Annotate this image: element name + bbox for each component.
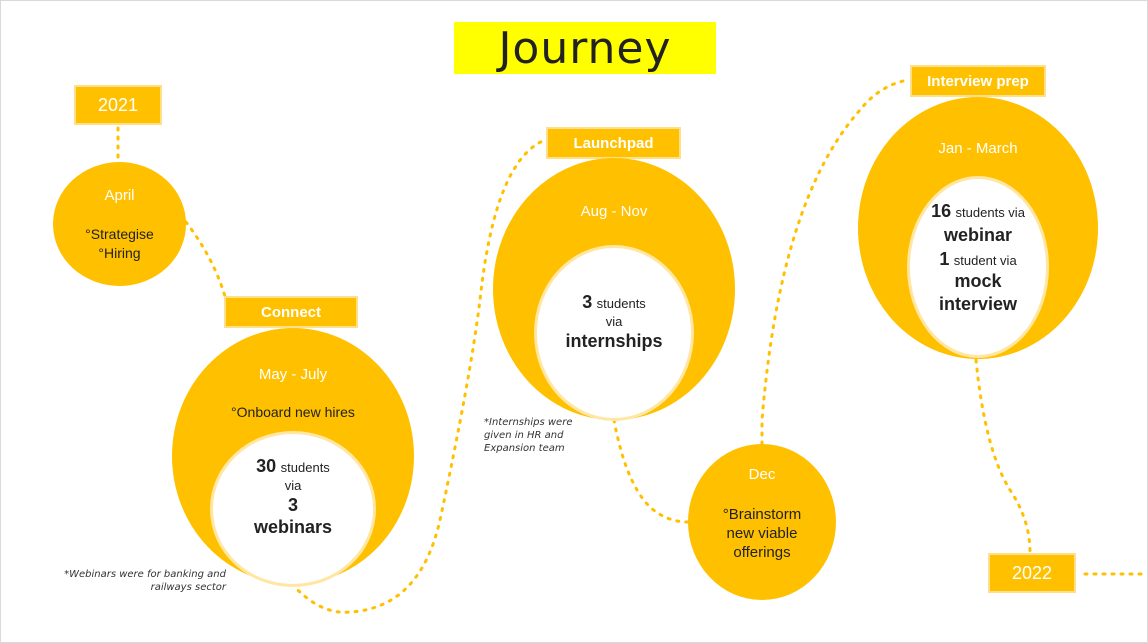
- launchpad-channel: internships: [565, 331, 663, 351]
- connect-activity: °Onboard new hires: [231, 404, 355, 420]
- interview-line-1: 16 students via: [900, 201, 1056, 222]
- interview-result-circle: 16 students via webinar 1 student via mo…: [910, 179, 1046, 355]
- connect-period: May - July: [258, 366, 328, 383]
- webinars-note-line-2: railways sector: [150, 582, 226, 593]
- year-2022-tag: 2022: [988, 553, 1076, 593]
- connect-result-circle: 30 students via 3 webinars: [213, 434, 373, 584]
- interview-count-1: 16: [931, 201, 952, 221]
- april-item-strategise: °Strategise: [85, 226, 154, 242]
- interview-unit-1: students via: [955, 205, 1025, 220]
- april-item-hiring: °Hiring: [98, 245, 141, 261]
- dec-circle: Dec °Brainstorm new viable offerings: [688, 444, 836, 600]
- connect-unit: students: [280, 460, 330, 475]
- april-circle: April °Strategise °Hiring: [53, 162, 186, 286]
- year-2021-tag: 2021: [74, 85, 162, 125]
- connect-count: 30: [256, 456, 277, 476]
- dec-line-1: °Brainstorm: [722, 506, 802, 523]
- interview-count-2: 1: [939, 249, 950, 269]
- interview-unit-2: student via: [953, 253, 1017, 268]
- interview-channel-2b: interview: [938, 294, 1018, 314]
- interview-period: Jan - March: [938, 140, 1018, 157]
- interview-prep-circle: Jan - March 16 students via webinar 1 st…: [858, 97, 1098, 359]
- april-period: April: [104, 187, 135, 204]
- internships-note-line-2: given in HR and: [484, 430, 564, 441]
- interview-prep-tag: Interview prep: [910, 65, 1046, 97]
- connect-via: via: [284, 478, 302, 493]
- launchpad-result-circle: 3 students via internships: [537, 248, 691, 418]
- webinars-note-line-1: *Webinars were for banking and: [64, 569, 226, 580]
- launchpad-circle: Aug - Nov 3 students via internships: [493, 158, 735, 420]
- connect-tag: Connect: [224, 296, 358, 328]
- internships-note: *Internships were given in HR and Expans…: [484, 416, 604, 455]
- launchpad-unit: students: [596, 296, 646, 311]
- interview-channel-2a: mock: [954, 271, 1002, 291]
- launchpad-count: 3: [582, 292, 593, 312]
- launchpad-period: Aug - Nov: [580, 203, 648, 220]
- launchpad-count-line: 3 students: [537, 292, 691, 313]
- launchpad-tag: Launchpad: [546, 127, 681, 159]
- connect-count-line: 30 students: [213, 456, 373, 477]
- internships-note-line-3: Expansion team: [484, 443, 565, 454]
- interview-line-2: 1 student via: [900, 249, 1056, 270]
- webinars-note: *Webinars were for banking and railways …: [40, 568, 226, 594]
- connect-circle: May - July °Onboard new hires 30 student…: [172, 328, 414, 584]
- connect-channel: webinars: [253, 517, 333, 537]
- connect-count-2: 3: [287, 495, 298, 515]
- dec-line-3: offerings: [733, 544, 791, 561]
- dec-line-2: new viable: [726, 525, 798, 542]
- launchpad-via: via: [605, 314, 623, 329]
- interview-channel-1: webinar: [943, 225, 1013, 245]
- page-title: Journey: [454, 22, 716, 74]
- dec-period: Dec: [748, 466, 776, 483]
- internships-note-line-1: *Internships were: [484, 417, 573, 428]
